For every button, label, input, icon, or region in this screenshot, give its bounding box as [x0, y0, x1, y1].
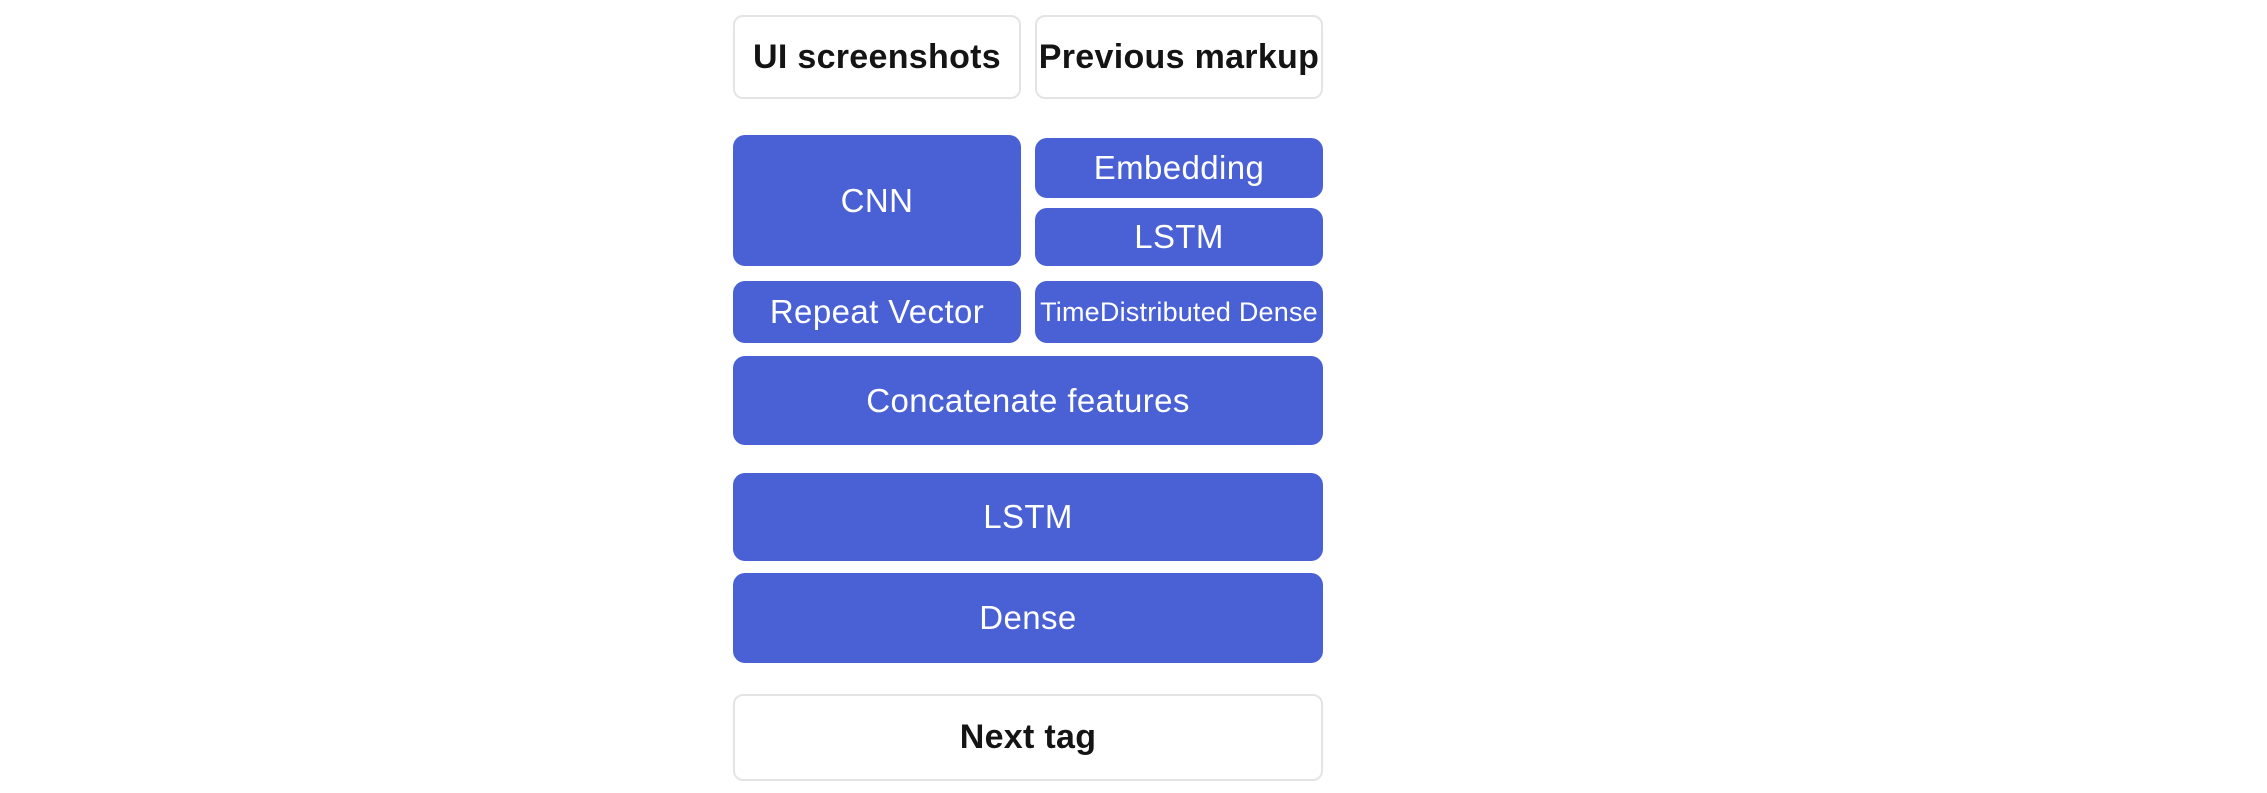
time-distributed-dense-node: TimeDistributed Dense [1035, 281, 1323, 343]
lstm-encoder-node: LSTM [1035, 208, 1323, 266]
input-ui-screenshots: UI screenshots [733, 15, 1021, 99]
lstm-decoder-node: LSTM [733, 473, 1323, 561]
embedding-node: Embedding [1035, 138, 1323, 198]
cnn-node: CNN [733, 135, 1021, 266]
repeat-vector-node: Repeat Vector [733, 281, 1021, 343]
encoders-row: CNN Embedding LSTM [733, 135, 1323, 266]
input-previous-markup: Previous markup [1035, 15, 1323, 99]
model-architecture-diagram: UI screenshots Previous markup CNN Embed… [733, 15, 1323, 781]
shapers-row: Repeat Vector TimeDistributed Dense [733, 281, 1323, 343]
concatenate-features-node: Concatenate features [733, 356, 1323, 445]
dense-node: Dense [733, 573, 1323, 663]
output-next-tag: Next tag [733, 694, 1323, 781]
markup-encoder-stack: Embedding LSTM [1035, 135, 1323, 266]
inputs-row: UI screenshots Previous markup [733, 15, 1323, 99]
